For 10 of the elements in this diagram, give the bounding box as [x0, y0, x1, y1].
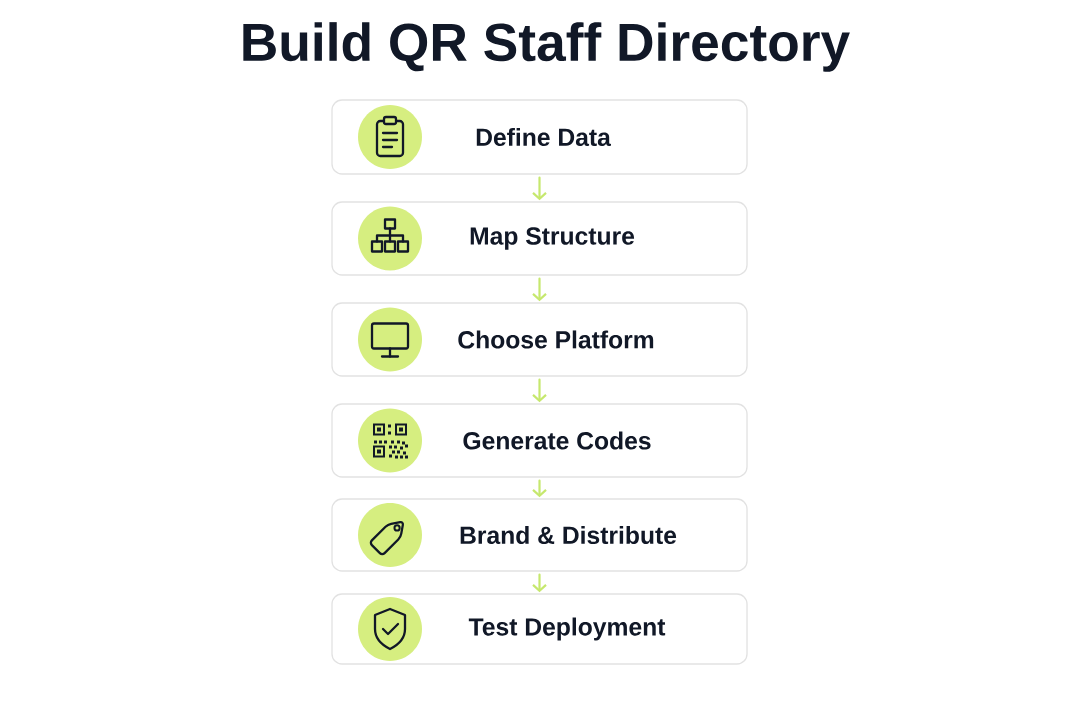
- step-box: Choose Platform: [331, 302, 748, 377]
- arrow: [532, 479, 547, 498]
- arrow: [532, 176, 547, 201]
- step-box: Map Structure: [331, 201, 748, 276]
- arrow: [532, 277, 547, 302]
- arrow: [532, 573, 547, 593]
- arrow: [532, 378, 547, 403]
- title: Build QR Staff Directory: [243, 22, 850, 72]
- step-box: Generate Codes: [331, 403, 748, 478]
- step-box: Define Data: [331, 99, 748, 175]
